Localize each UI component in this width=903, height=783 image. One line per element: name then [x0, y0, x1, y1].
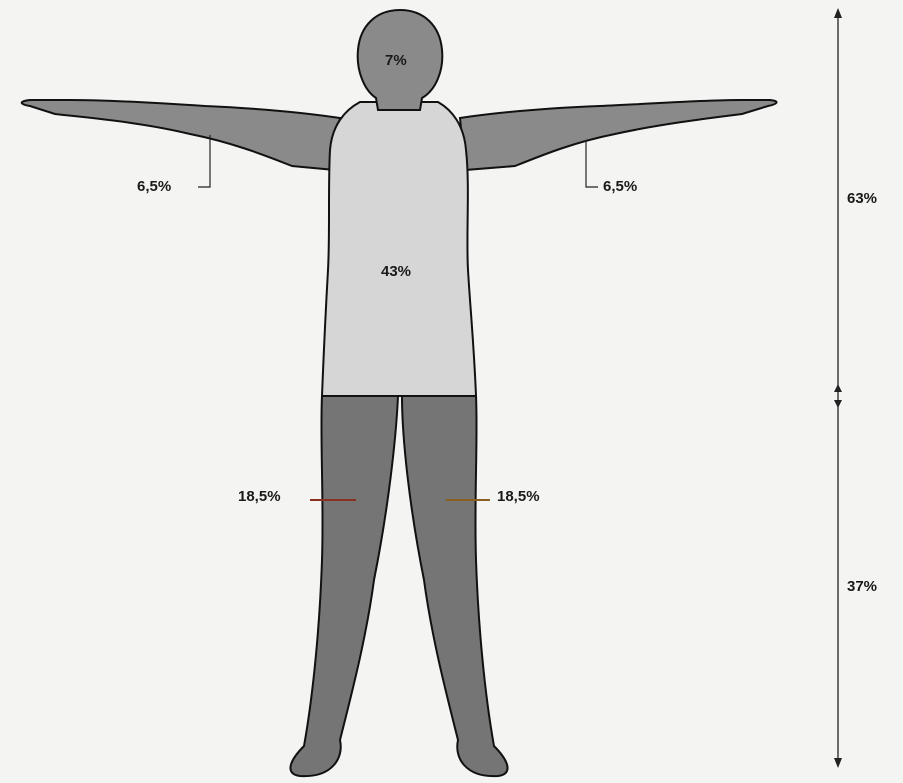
right-arm-shape	[460, 100, 777, 170]
right-arm-leader	[586, 140, 598, 187]
right-leg-shape	[402, 396, 508, 776]
right-leg-percent-label: 18,5%	[497, 488, 540, 505]
lower-body-percent-label: 37%	[847, 578, 877, 595]
head-percent-label: 7%	[385, 52, 407, 69]
left-arm-percent-label: 6,5%	[137, 178, 171, 195]
upper-body-percent-label: 63%	[847, 190, 877, 207]
middle-arrow-up-icon	[834, 384, 842, 392]
trunk-shape	[322, 102, 476, 396]
trunk-percent-label: 43%	[381, 263, 411, 280]
left-leg-percent-label: 18,5%	[238, 488, 281, 505]
left-arm-shape	[22, 100, 340, 170]
middle-arrow-down-icon	[834, 400, 842, 408]
right-arm-percent-label: 6,5%	[603, 178, 637, 195]
left-arm-leader	[198, 135, 210, 187]
bottom-arrow-icon	[834, 758, 842, 768]
left-leg-shape	[290, 396, 398, 776]
